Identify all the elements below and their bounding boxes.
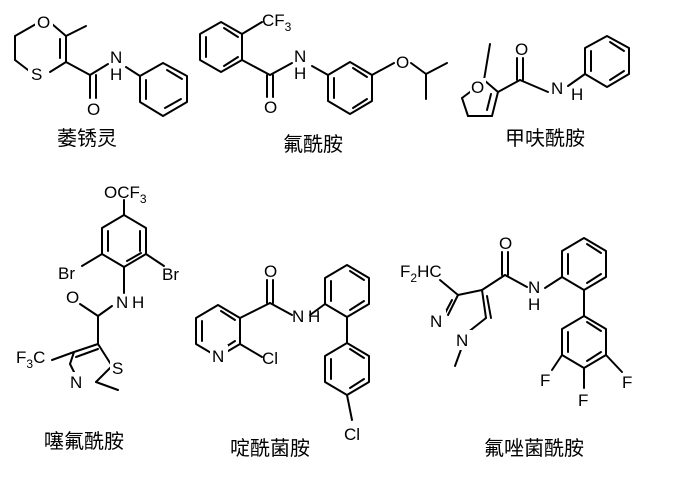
boscalid-cl-para: Cl bbox=[344, 425, 360, 444]
fluxapyroxad-n1-bg bbox=[428, 310, 446, 330]
thifluzamide-nh-h: H bbox=[132, 293, 144, 312]
flutolanil-o-carbonyl: O bbox=[264, 98, 277, 117]
fluxapyroxad-f-right: F bbox=[622, 373, 632, 392]
flutolanil-cf3: CF3 bbox=[262, 11, 292, 34]
thifluzamide-n-bg bbox=[68, 372, 84, 390]
flutolanil-name: 氟酰胺 bbox=[283, 132, 343, 156]
fluxapyroxad-n-ring-2: N bbox=[456, 331, 468, 350]
carboxin-o-ring-bg bbox=[35, 11, 53, 31]
thifluzamide-s-bg bbox=[110, 358, 126, 376]
fluxapyroxad-f2hc: F2HC bbox=[400, 262, 442, 285]
boscalid-name: 啶酰菌胺 bbox=[230, 436, 310, 460]
boscalid-n-bg bbox=[210, 345, 228, 365]
boscalid-nh-h: H bbox=[308, 307, 320, 326]
fenfuram-o-furan-bg bbox=[470, 78, 486, 96]
fluxapyroxad-n2-bg bbox=[454, 330, 472, 350]
thifluzamide-br-right: Br bbox=[162, 265, 179, 284]
carboxin-s-ring-bg bbox=[28, 63, 48, 83]
flutolanil-nh-h: H bbox=[294, 64, 306, 83]
fenfuram-name: 甲呋酰胺 bbox=[505, 126, 585, 150]
compound-thifluzamide: OCF3 Br Br O N H F3C S N 噻氟酰胺 bbox=[16, 183, 179, 453]
carboxin-nh-n: N bbox=[110, 48, 122, 67]
fenfuram-bonds bbox=[461, 35, 630, 117]
compound-fenfuram: O O N H 甲呋酰胺 bbox=[461, 35, 630, 150]
fluxapyroxad-o-carbonyl: O bbox=[499, 234, 512, 253]
fluxapyroxad-nh-h: H bbox=[528, 295, 540, 314]
fenfuram-o-furan: O bbox=[471, 78, 484, 97]
boscalid-cl-ring: Cl bbox=[262, 349, 278, 368]
fluxapyroxad-f-mid: F bbox=[578, 391, 588, 410]
fluxapyroxad-bonds bbox=[439, 237, 623, 389]
fluxapyroxad-f-left: F bbox=[540, 371, 550, 390]
fenfuram-nh-n: N bbox=[551, 79, 563, 98]
thifluzamide-br-left: Br bbox=[58, 264, 75, 283]
carboxin-bonds bbox=[14, 23, 188, 117]
compound-fluxapyroxad: F2HC N N O N H F F F 氟唑菌酰胺 bbox=[400, 234, 632, 460]
compound-flutolanil: CF3 N H O O 氟酰胺 bbox=[199, 11, 448, 156]
thifluzamide-name: 噻氟酰胺 bbox=[44, 429, 124, 453]
thifluzamide-n-ring: N bbox=[70, 373, 82, 392]
compound-boscalid: N Cl O N H Cl 啶酰菌胺 bbox=[195, 262, 370, 460]
carboxin-o-ring: O bbox=[37, 13, 50, 32]
flutolanil-o-ether: O bbox=[396, 53, 409, 72]
boscalid-bonds bbox=[195, 264, 370, 421]
carboxin-nh-h: H bbox=[110, 65, 122, 84]
boscalid-n-ring: N bbox=[212, 347, 224, 366]
boscalid-o-carbonyl: O bbox=[264, 262, 277, 281]
thifluzamide-ocf3: OCF3 bbox=[104, 183, 147, 206]
flutolanil-bonds bbox=[199, 21, 448, 115]
thifluzamide-bonds bbox=[51, 199, 165, 391]
fluxapyroxad-name: 氟唑菌酰胺 bbox=[484, 436, 584, 460]
thifluzamide-f3c: F3C bbox=[16, 348, 45, 371]
fenfuram-nh-h: H bbox=[571, 85, 583, 104]
flutolanil-nh-n: N bbox=[294, 47, 306, 66]
thifluzamide-o-carbonyl: O bbox=[66, 288, 79, 307]
carboxin-s-ring: S bbox=[31, 65, 42, 84]
fluxapyroxad-n-ring-1: N bbox=[430, 312, 442, 331]
thifluzamide-s-ring: S bbox=[112, 359, 123, 378]
fluxapyroxad-nh-n: N bbox=[528, 278, 540, 297]
fenfuram-o-carbonyl: O bbox=[515, 40, 528, 59]
thifluzamide-nh-n: N bbox=[116, 293, 128, 312]
boscalid-nh-n: N bbox=[292, 307, 304, 326]
carboxin-name: 萎锈灵 bbox=[57, 126, 117, 150]
carboxin-o-carbonyl: O bbox=[87, 100, 100, 119]
compound-carboxin: O S O N H 萎锈灵 bbox=[14, 11, 188, 150]
